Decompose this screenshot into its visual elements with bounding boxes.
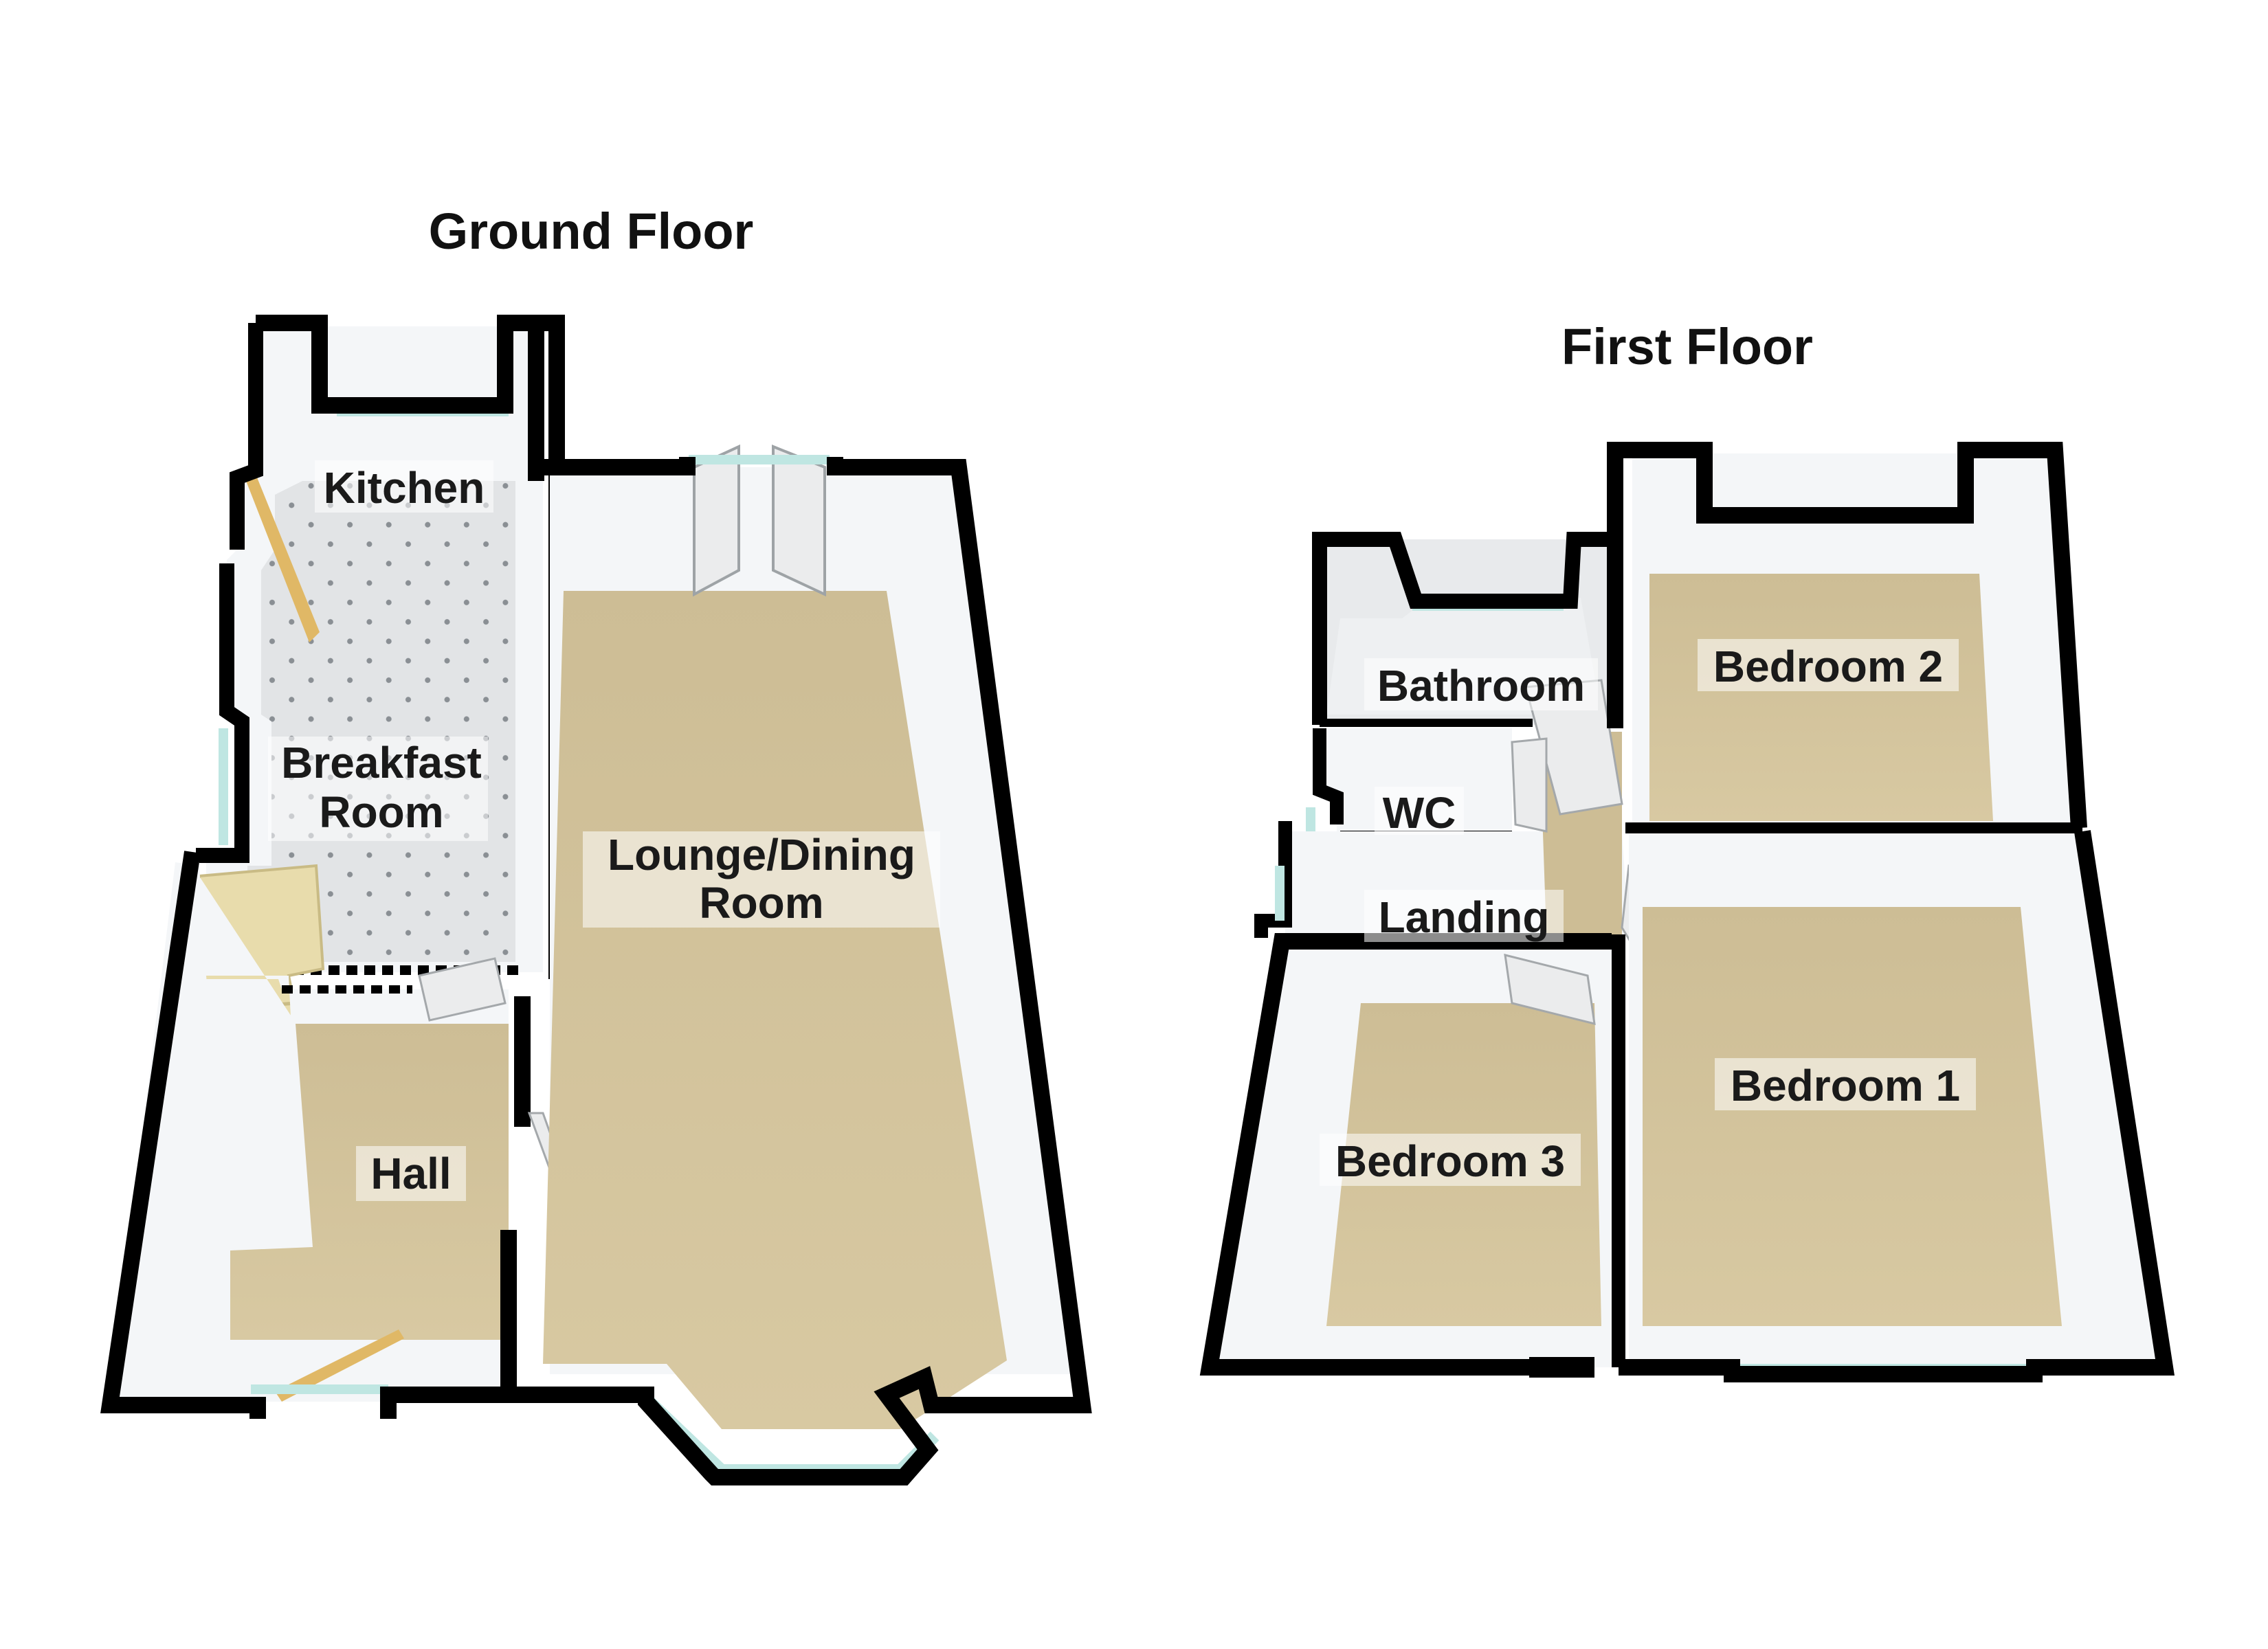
bedroom1-label: Bedroom 1 — [1731, 1061, 1960, 1110]
kitchen-side-door — [246, 474, 320, 642]
landing-wall — [1254, 821, 1292, 938]
ground-floor-labels: Kitchen Breakfast Room Lounge/Dining Roo… — [268, 460, 940, 1201]
lounge-wall — [543, 457, 696, 475]
first-floor-labels: Bathroom Bedroom 2 WC Landing Bedroom 1 … — [1320, 639, 1976, 1186]
bedroom3-door — [1504, 954, 1596, 1025]
bedroom2-wall — [1607, 442, 2087, 829]
first-floor-title: First Floor — [1561, 318, 1813, 375]
bedroom1-wall — [1619, 830, 2175, 1382]
lounge-dining-room-label-line2: Room — [699, 878, 823, 928]
wc-door — [1511, 737, 1548, 833]
patio-door-left — [693, 444, 740, 597]
bathroom-label: Bathroom — [1377, 661, 1585, 710]
kitchen-label: Kitchen — [324, 463, 485, 513]
hall-label: Hall — [370, 1149, 451, 1198]
lounge-dining-room-label-line1: Lounge/Dining — [608, 830, 915, 879]
hall-kitchen-door — [418, 957, 507, 1022]
front-door — [275, 1330, 404, 1402]
ground-floor: Ground Floor — [100, 203, 1092, 1485]
kitchen-wall — [256, 315, 565, 979]
landing-label: Landing — [1379, 893, 1550, 942]
breakfast-room-label-line2: Room — [319, 787, 443, 837]
wc-label: WC — [1383, 788, 1456, 838]
bedroom2-label: Bedroom 2 — [1713, 642, 1943, 691]
hall-wall — [100, 851, 266, 1419]
bedroom3-label: Bedroom 3 — [1335, 1136, 1565, 1186]
ground-floor-title: Ground Floor — [429, 203, 754, 260]
breakfast-window — [219, 728, 228, 845]
first-floor: First Floor — [1199, 318, 2175, 1382]
wc-wall — [1313, 728, 1344, 824]
breakfast-room-label-line1: Breakfast — [281, 738, 482, 787]
patio-door-right — [772, 445, 826, 597]
bathroom-wall — [1312, 532, 1619, 725]
